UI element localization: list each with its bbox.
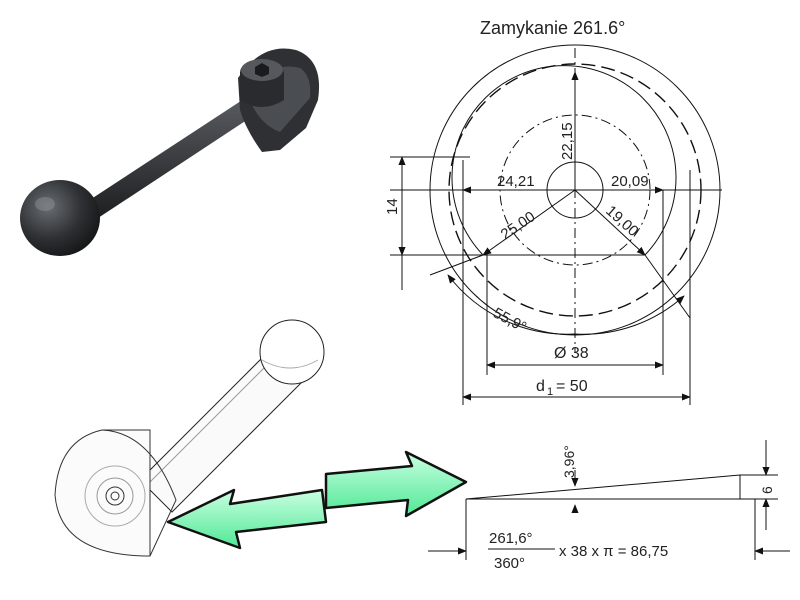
dim-20-09: 20,09 [611, 173, 649, 190]
diagram-title: Zamykanie 261.6° [480, 18, 625, 38]
formula-result: x 38 x π = 86,75 [559, 543, 668, 560]
double-arrow-icon [166, 450, 468, 550]
lever-sketch-icon [54, 319, 325, 557]
dim-14: 14 [384, 198, 401, 215]
dim-rise-angle: 3,96° [561, 445, 577, 478]
formula-denominator: 360° [494, 555, 525, 572]
dim-d1-subscript: 1 [547, 386, 553, 398]
cam-top-view [390, 44, 722, 405]
dim-d1-symbol: d [536, 378, 545, 395]
lever-render-icon [20, 48, 320, 256]
dim-d1-value: = 50 [556, 378, 588, 395]
dim-24-21: 24,21 [497, 173, 535, 190]
dim-ramp-height: 6 [759, 486, 775, 494]
formula-numerator: 261,6° [489, 530, 533, 547]
dim-22-15: 22,15 [559, 122, 576, 160]
dim-diameter-38: Ø 38 [554, 345, 589, 362]
dim-angle: 55,9° [490, 305, 529, 337]
ramp-profile [428, 440, 790, 560]
